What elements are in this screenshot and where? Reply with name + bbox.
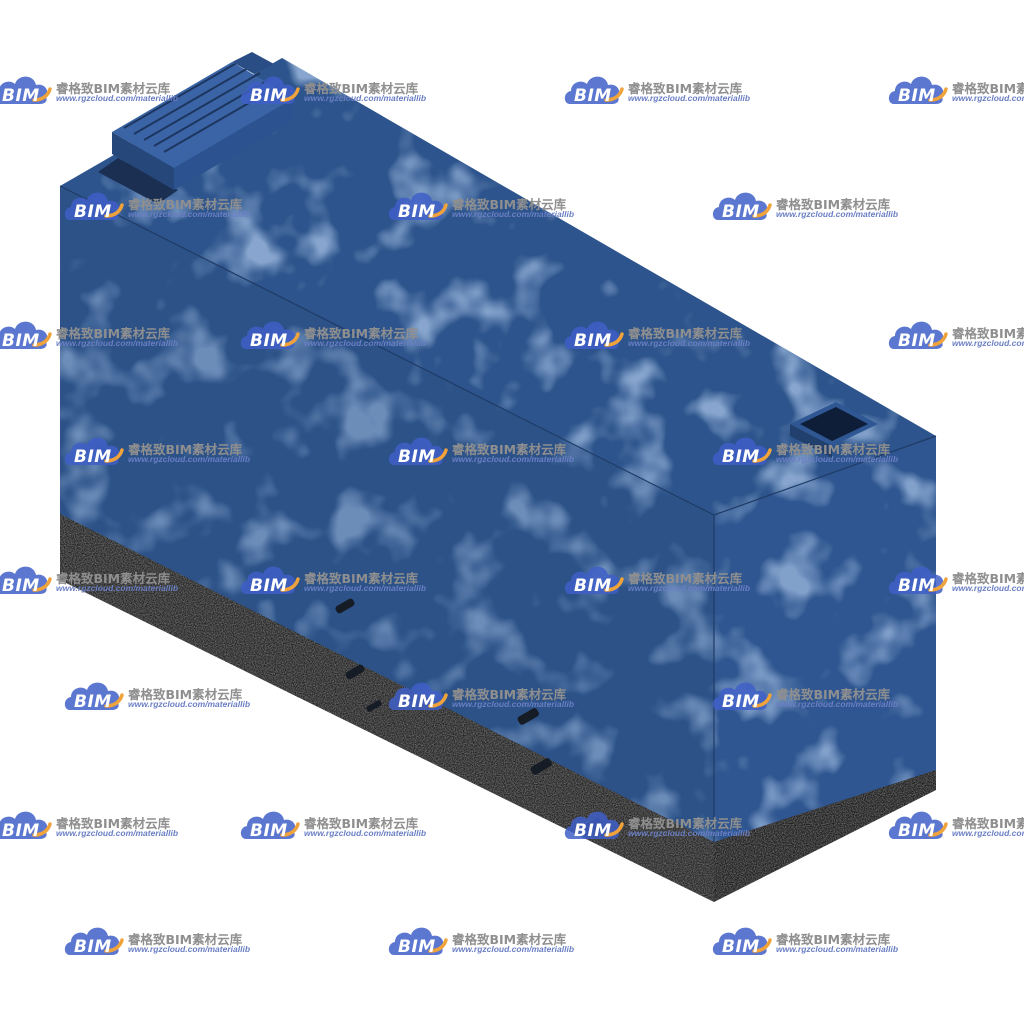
tank-body [59, 58, 937, 842]
foundation-slab [60, 510, 936, 902]
pipe-stub [366, 700, 382, 712]
pipe-stub [517, 708, 539, 725]
pipe-stub [530, 758, 552, 775]
pipe-stub [335, 598, 355, 614]
top-inspection-opening [790, 402, 878, 458]
pipe-stub [345, 664, 365, 680]
